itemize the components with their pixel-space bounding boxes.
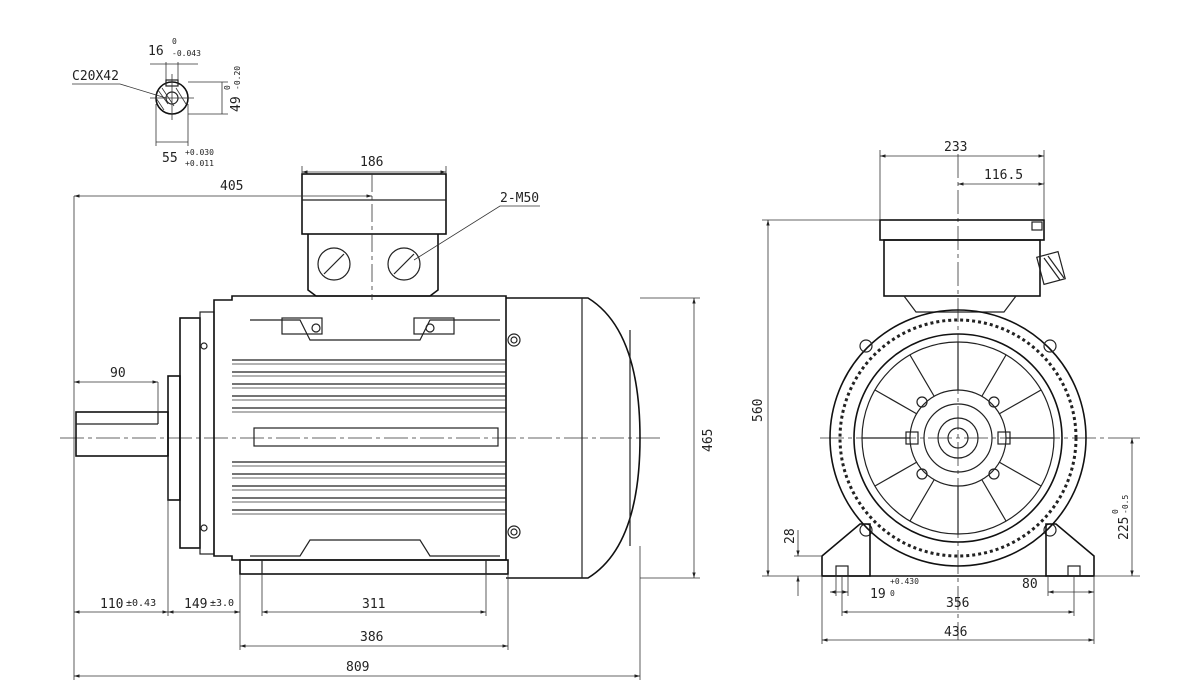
shaft-length-label: 110 [100,597,123,612]
height-tol-upper: 0 [223,85,232,90]
end-view: 233 116.5 560 28 225 0 -0.5 19 [751,140,1140,644]
cable-entry-label: 2-M50 [500,191,539,206]
center-height-tol-upper: 0 [1111,509,1120,514]
fan-cover-circle [853,333,1063,543]
center-height-tol-lower: -0.5 [1121,495,1130,514]
center-hole-label: C20X42 [72,69,119,84]
end-box-lid [879,219,1045,241]
side-view: 186 405 2-M50 90 465 110 ±0.43 149 ±3.0 … [60,155,716,680]
shaft [75,411,169,457]
base-width-label: 436 [944,625,967,640]
box-width-label: 186 [360,155,383,170]
fan-cover [506,297,641,579]
foot-length-label: 386 [360,630,383,645]
key-length-label: 90 [110,366,126,381]
shaft-section-detail: 16 0 -0.043 C20X42 49 0 -0.20 55 +0.030 … [72,37,244,168]
shaft-to-foot-label: 149 [184,597,207,612]
end-box-width-label: 233 [944,140,967,155]
shaft-to-foot-tol: ±3.0 [210,598,234,609]
shaft-dia-label: 55 [162,151,178,166]
end-box-half-label: 116.5 [984,168,1023,183]
end-overall-height-label: 560 [751,399,766,422]
terminal-box [301,173,447,300]
end-housing [829,309,1087,567]
end-foot-spacing-label: 356 [946,596,969,611]
cooling-fins [232,359,506,515]
key-tol-upper: 0 [172,37,177,46]
overall-length-label: 809 [346,660,369,675]
overall-height-label: 465 [701,429,716,452]
foot-thickness-label: 28 [783,528,798,544]
dia-tol-upper: +0.030 [185,148,214,157]
center-height-label: 225 [1117,517,1132,540]
shaft-to-box-label: 405 [220,179,243,194]
shaft-length-tol: ±0.43 [126,598,156,609]
fan-spokes [862,342,1054,534]
mounting-feet [239,559,509,575]
dia-tol-lower: +0.011 [185,159,214,168]
foot-hole-tol-upper: +0.430 [890,577,919,586]
foot-width-label: 80 [1022,577,1038,592]
height-tol-lower: -0.20 [233,66,242,90]
key-tol-lower: -0.043 [172,49,201,58]
foot-hole-dia-label: 19 [870,587,886,602]
key-width-label: 16 [148,44,164,59]
foot-hole-tol-lower: 0 [890,589,895,598]
foot-hole-spacing-label: 311 [362,597,385,612]
height-label: 49 [229,96,244,112]
